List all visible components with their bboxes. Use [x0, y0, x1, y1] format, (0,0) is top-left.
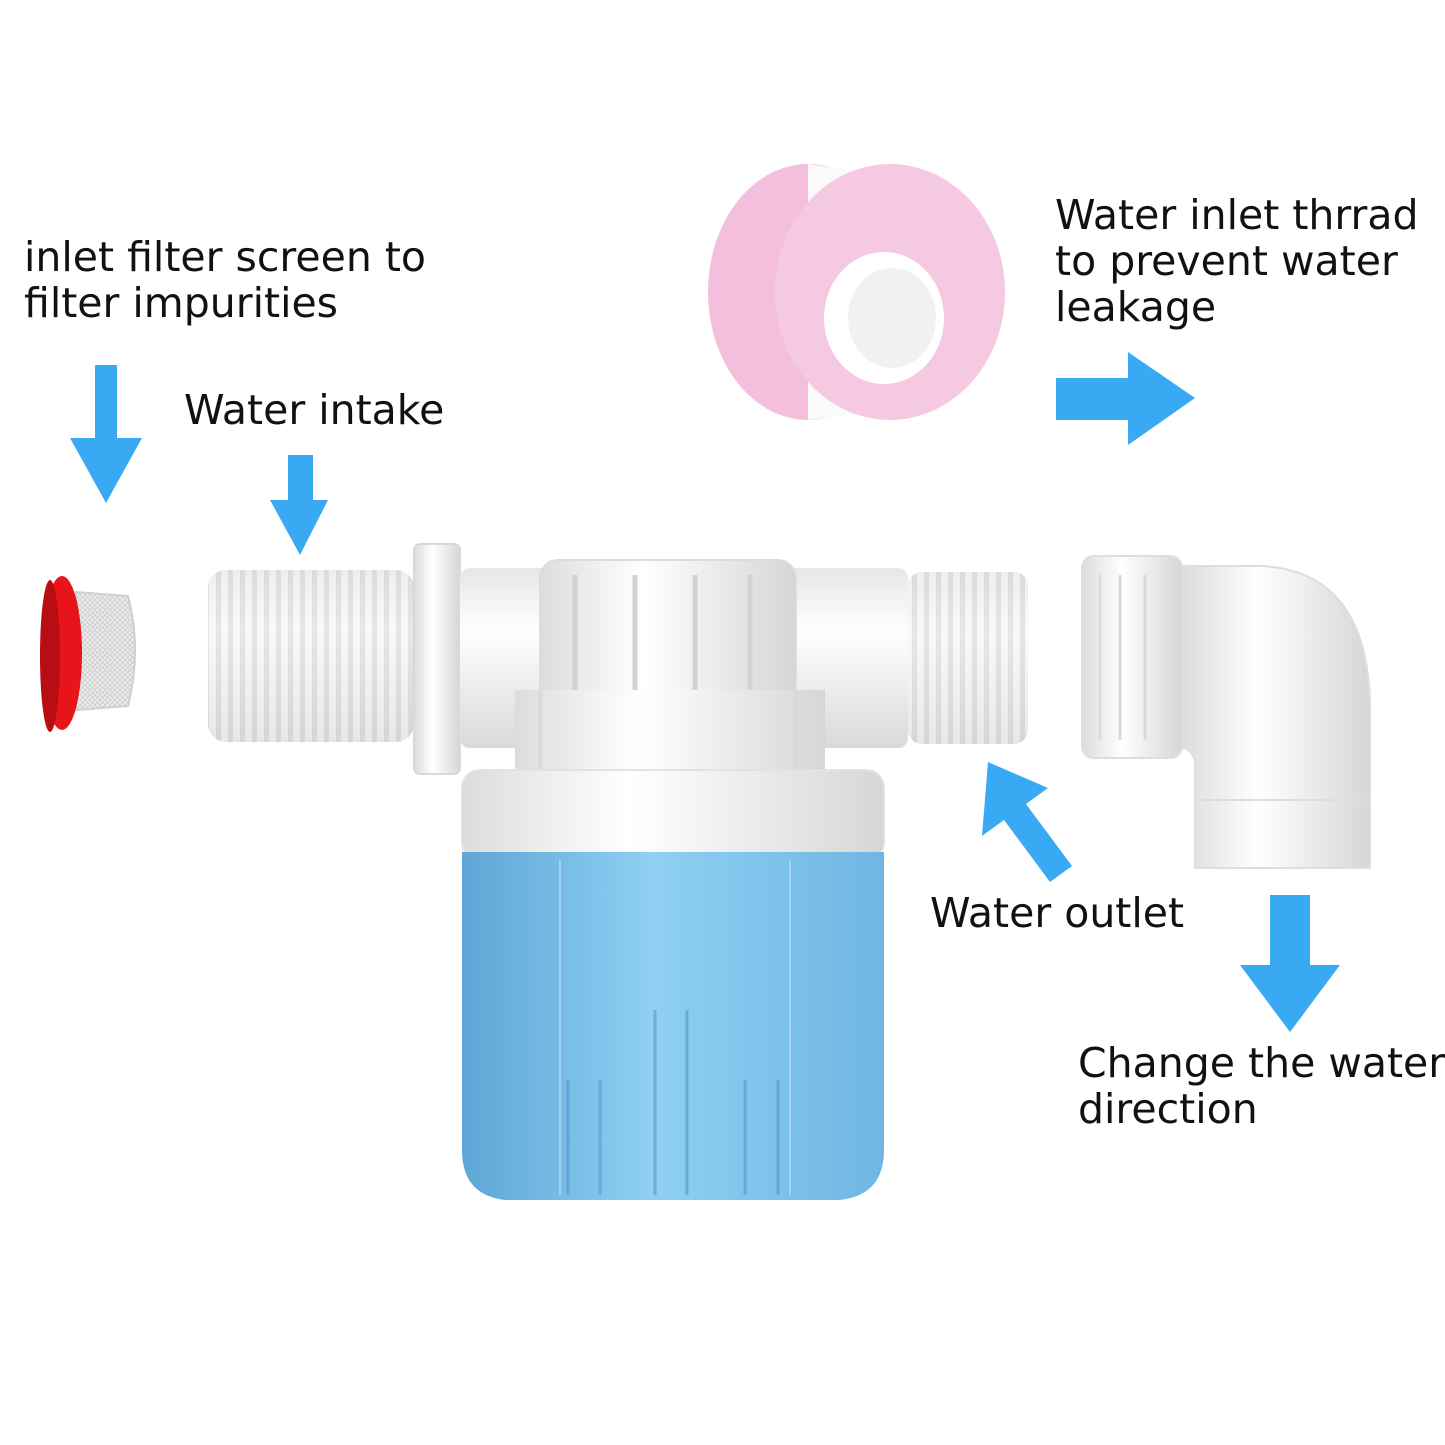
- inlet-thread-label: Water inlet thrrad to prevent water leak…: [1055, 192, 1419, 330]
- change-direction-label-line: direction: [1078, 1085, 1258, 1133]
- arrow-right-icon: [1056, 352, 1195, 445]
- arrow-diagonal-icon: [982, 762, 1072, 882]
- float-housing: [461, 769, 885, 1200]
- filter-screen-label-line: inlet filter screen to: [24, 233, 426, 281]
- change-direction-label: Change the water direction: [1078, 1040, 1445, 1132]
- water-intake-label-line: Water intake: [184, 386, 445, 434]
- seal-tape-roll: [708, 164, 1005, 420]
- inlet-thread-label-line: to prevent water: [1055, 237, 1398, 285]
- filter-screen-label-line: filter impurities: [24, 279, 339, 327]
- water-outlet-label-line: Water outlet: [930, 889, 1185, 937]
- elbow-fitting: [1081, 555, 1371, 869]
- water-intake-label: Water intake: [184, 387, 444, 433]
- hex-nut: [413, 543, 461, 775]
- change-direction-label-line: Change the water: [1078, 1039, 1445, 1087]
- inlet-thread-label-line: Water inlet thrrad: [1055, 191, 1419, 239]
- inlet-thread-label-line: leakage: [1055, 283, 1217, 331]
- arrow-down-icon: [70, 365, 142, 503]
- inlet-thread: [208, 570, 414, 742]
- arrow-down-icon: [1240, 895, 1340, 1032]
- water-outlet-label: Water outlet: [930, 890, 1184, 936]
- arrow-down-icon: [270, 455, 328, 555]
- filter-screen-label: inlet filter screen to filter impurities: [24, 234, 426, 326]
- filter-screen: [40, 576, 136, 732]
- outlet-thread: [908, 572, 1028, 744]
